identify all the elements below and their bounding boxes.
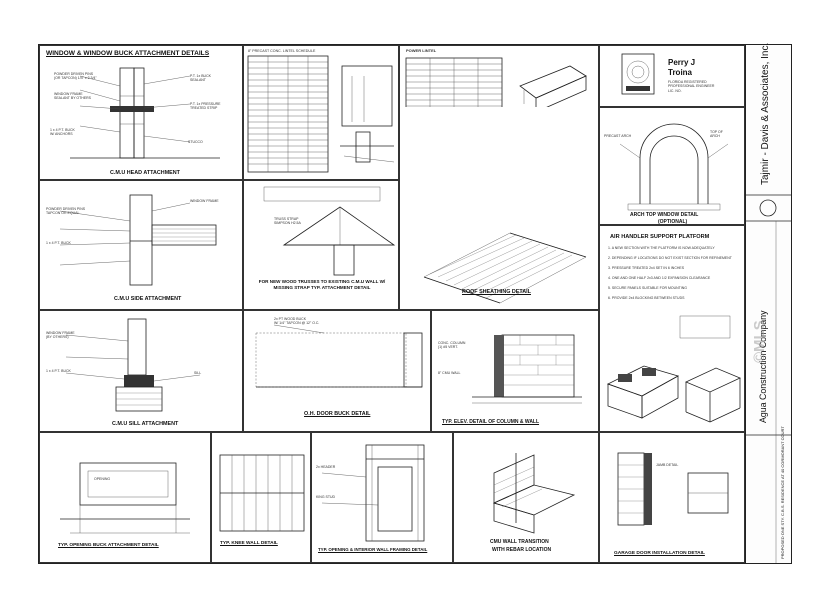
opening-buck-title: TYP. OPENING BUCK ATTACHMENT DETAIL	[58, 543, 159, 548]
cmu-sill-title: C.M.U SILL ATTACHMENT	[112, 421, 179, 427]
cmu-sill-drawing	[65, 318, 201, 412]
panel-opening-buck: OPENING TYP. OPENING BUCK ATTACHMENT DET…	[39, 432, 211, 563]
drawing-sheet: WINDOW & WINDOW BUCK ATTACHMENT DETAILS …	[38, 42, 792, 564]
panel-roof-sheathing: ROOF SHEATHING DETAIL	[399, 107, 599, 310]
oh-door-buck-title: O.H. DOOR BUCK DETAIL	[304, 411, 371, 417]
roof-sheathing-drawing	[423, 232, 587, 304]
interior-wall-title: TYP. OPENING & INTERIOR WALL FRAMING DET…	[318, 547, 428, 552]
arch-top-subtitle: (OPTIONAL)	[658, 219, 688, 225]
arch-window-drawing	[619, 123, 729, 211]
title-block: Tajmir - Davis & Associates, Inc. Agua C…	[745, 42, 792, 563]
air-handler-note-5: 5. SECURE PANELS SUITABLE FOR MOUNTING	[608, 286, 688, 290]
panel-title: WINDOW & WINDOW BUCK ATTACHMENT DETAILS	[46, 50, 210, 57]
roof-sheathing-title: ROOF SHEATHING DETAIL	[462, 289, 531, 295]
cmu-head-title: C.M.U HEAD ATTACHMENT	[110, 170, 180, 176]
project-name: PROPOSED ONE STY. C.B.S. RESIDENCE AT 40…	[780, 426, 785, 559]
knee-wall-drawing	[219, 454, 305, 532]
cmu-transition-title-1: CMU WALL TRANSITION	[490, 539, 549, 545]
company-name: Tajmir - Davis & Associates, Inc.	[760, 42, 771, 185]
title-block-grid	[746, 194, 792, 563]
oh-door-buck-drawing	[255, 324, 423, 388]
knee-wall-title: TYP. KNEE WALL DETAIL	[220, 541, 278, 546]
arch-top-title: ARCH TOP WINDOW DETAIL	[630, 212, 699, 218]
air-handler-note-1: 1. A NEW SECTION WITH THE PLATFORM IS NO…	[608, 246, 715, 250]
engineer-name-2: Troina	[668, 68, 693, 77]
mls-watermark: ©MLS	[751, 320, 768, 363]
panel-cmu-sill: WINDOW FRAME(BY OTHERS) 1 x 4 P.T. BUCK …	[39, 310, 243, 432]
air-handler-note-3: 3. PRESSURE TREATED 2x4 SET IN 6 INCHES	[608, 266, 685, 270]
seal-icon	[621, 53, 655, 95]
interior-wall-drawing	[321, 444, 425, 542]
air-handler-title: AIR HANDLER SUPPORT PLATFORM	[610, 234, 710, 240]
cmu-side-drawing	[59, 194, 217, 286]
truss-drawing	[263, 186, 396, 276]
cmu-transition-drawing	[492, 453, 576, 534]
air-handler-note-2: 2. DEPENDING IF LOCATIONS DO NOT EXIST S…	[608, 256, 732, 260]
cmu-transition-title-2: WITH REBAR LOCATION	[492, 547, 552, 553]
panel-window-buck: WINDOW & WINDOW BUCK ATTACHMENT DETAILS …	[39, 45, 243, 180]
garage-door-title: GARAGE DOOR INSTALLATION DETAIL	[614, 551, 705, 556]
cmu-side-title: C.M.U SIDE ATTACHMENT	[114, 296, 182, 302]
column-wall-drawing	[472, 334, 582, 404]
garage-door-drawing	[617, 452, 729, 526]
panel-lintel-table: 8" PRECAST CONC. LINTEL SCHEDULE	[243, 45, 399, 180]
new-trusses-title: FOR NEW WOOD TRUSSES TO EXISTING C.M.U W…	[258, 279, 386, 290]
panel-air-handler: AIR HANDLER SUPPORT PLATFORM 1. A NEW SE…	[599, 225, 745, 432]
air-handler-note-4: 4. ONE AND ONE HALF 2x3 AND 1/2 EXPANSIO…	[608, 276, 711, 280]
panel-cmu-transition: CMU WALL TRANSITION WITH REBAR LOCATION	[453, 432, 599, 563]
panel-interior-wall: 2x HEADER KING STUD TYP. OPENING & INTER…	[311, 432, 453, 563]
column-wall-title: TYP. ELEV. DETAIL OF COLUMN & WALL	[442, 419, 540, 425]
panel-column-wall: CONC. COLUMN(1) #5 VERT. 8" CMU WALL TYP…	[431, 310, 599, 432]
opening-buck-drawing	[60, 462, 190, 534]
panel-garage-door: JAMB DETAIL GARAGE DOOR INSTALLATION DET…	[599, 432, 745, 563]
power-lintel-title: POWER LINTEL	[406, 48, 437, 53]
panel-knee-wall: TYP. KNEE WALL DETAIL	[211, 432, 311, 563]
lintel-schedule-table	[247, 55, 395, 173]
cmu-head-drawing	[70, 67, 220, 159]
air-handler-note-6: 6. PROVIDE 2x4 BLOCKING BETWEEN STUDS	[608, 296, 685, 300]
air-handler-platform-drawing	[606, 315, 741, 423]
engineer-name-1: Perry J	[668, 58, 696, 67]
